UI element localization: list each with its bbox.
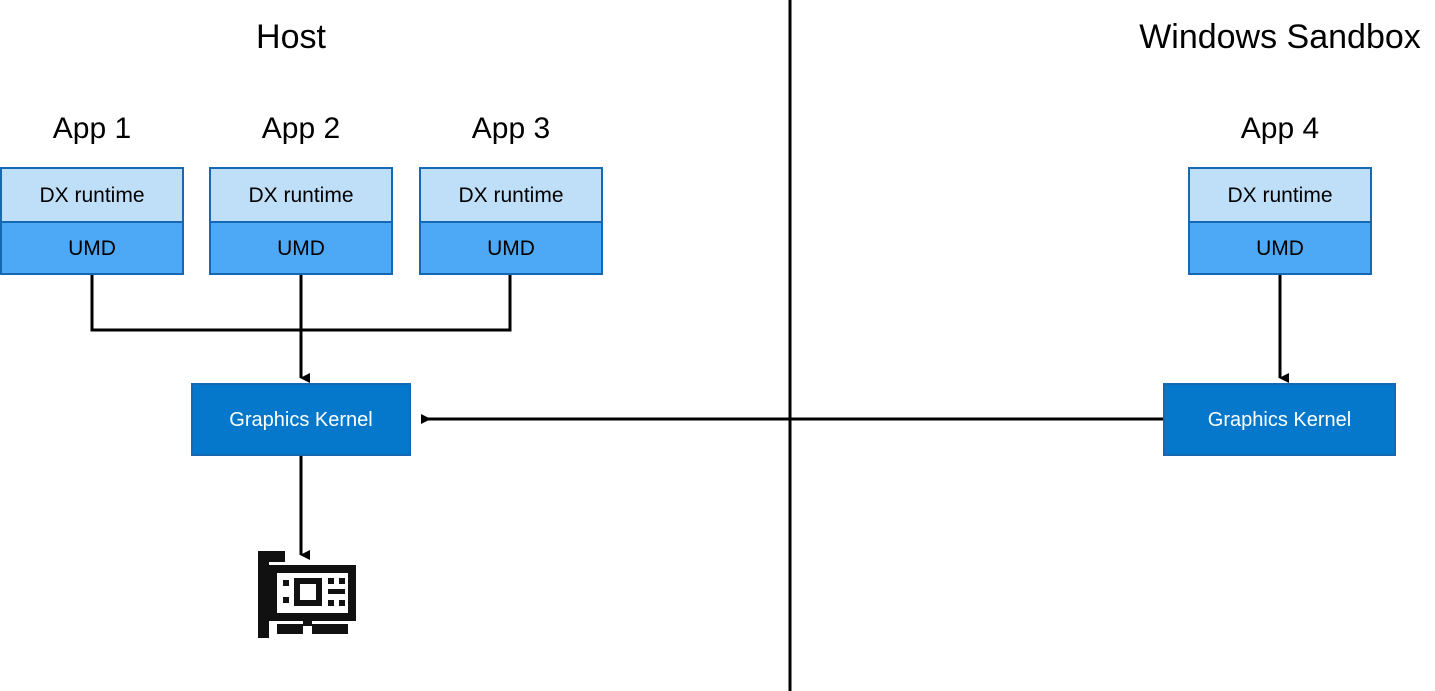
app-4-dx-runtime-layer[interactable]: DX runtime [1190,169,1370,223]
app-1-umd-layer[interactable]: UMD [2,223,182,273]
graphics-kernel-sandbox[interactable]: Graphics Kernel [1163,383,1396,456]
app-title-app-1: App 1 [52,112,132,145]
app-title-app-3: App 3 [471,112,551,145]
gpu-card-icon [258,551,356,638]
zone-title-host: Host [256,18,326,56]
app-title-app-4: App 4 [1240,112,1320,145]
app-3-umd-layer[interactable]: UMD [421,223,601,273]
app-stack-app-4[interactable]: DX runtime UMD [1188,167,1372,275]
graphics-kernel-host[interactable]: Graphics Kernel [191,383,411,456]
app-2-dx-runtime-layer[interactable]: DX runtime [211,169,391,223]
app-stack-app-2[interactable]: DX runtime UMD [209,167,393,275]
app-4-umd-layer[interactable]: UMD [1190,223,1370,273]
app-stack-app-1[interactable]: DX runtime UMD [0,167,184,275]
app-1-dx-runtime-layer[interactable]: DX runtime [2,169,182,223]
connector-app3-to-host-kernel [301,275,512,332]
app-2-umd-layer[interactable]: UMD [211,223,391,273]
app-title-app-2: App 2 [261,112,341,145]
app-3-dx-runtime-layer[interactable]: DX runtime [421,169,601,223]
app-stack-app-3[interactable]: DX runtime UMD [419,167,603,275]
connector-app1-to-host-kernel [90,275,301,332]
zone-title-windows-sandbox: Windows Sandbox [1139,18,1421,56]
